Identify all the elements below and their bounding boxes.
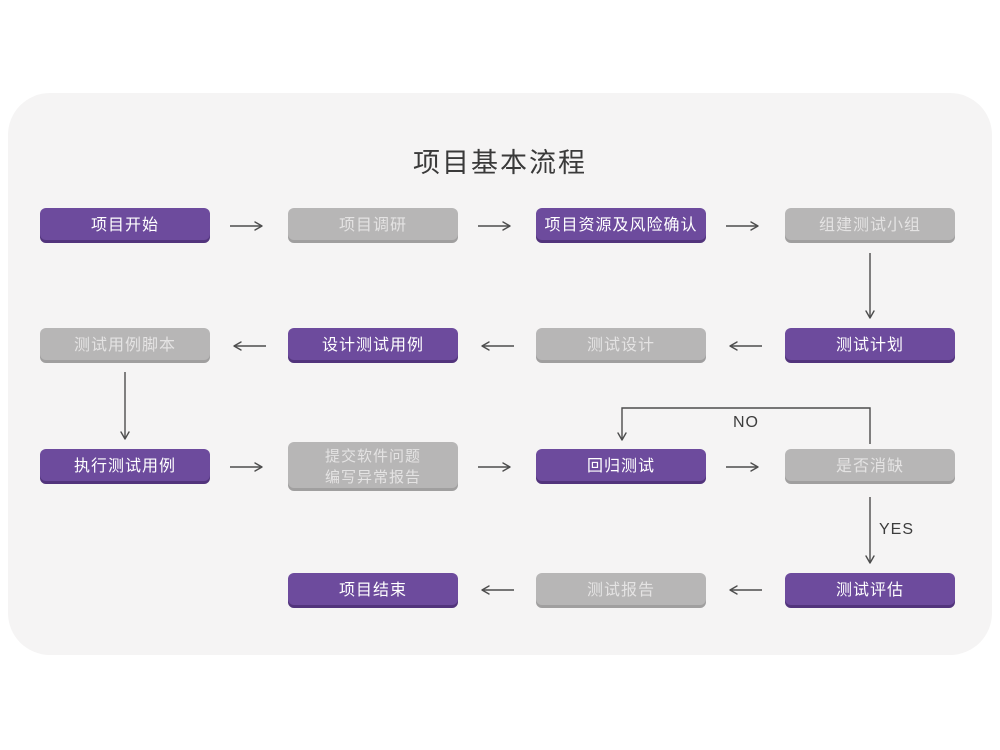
node-build-test-team: 组建测试小组 — [785, 208, 955, 243]
node-execute-test-cases: 执行测试用例 — [40, 449, 210, 484]
node-test-evaluation: 测试评估 — [785, 573, 955, 608]
node-test-report: 测试报告 — [536, 573, 706, 608]
node-test-plan: 测试计划 — [785, 328, 955, 363]
node-project-end: 项目结束 — [288, 573, 458, 608]
node-design-test-cases: 设计测试用例 — [288, 328, 458, 363]
node-project-start: 项目开始 — [40, 208, 210, 243]
node-defect-resolved: 是否消缺 — [785, 449, 955, 484]
node-project-research: 项目调研 — [288, 208, 458, 243]
edge-label-no: NO — [733, 414, 759, 431]
node-test-design: 测试设计 — [536, 328, 706, 363]
node-test-case-script: 测试用例脚本 — [40, 328, 210, 363]
node-submit-issues-report: 提交软件问题 编写异常报告 — [288, 442, 458, 491]
page-title: 项目基本流程 — [413, 148, 587, 178]
node-regression-test: 回归测试 — [536, 449, 706, 484]
node-resource-risk-confirm: 项目资源及风险确认 — [536, 208, 706, 243]
flowchart-panel — [8, 93, 992, 655]
edge-label-yes: YES — [879, 521, 915, 538]
